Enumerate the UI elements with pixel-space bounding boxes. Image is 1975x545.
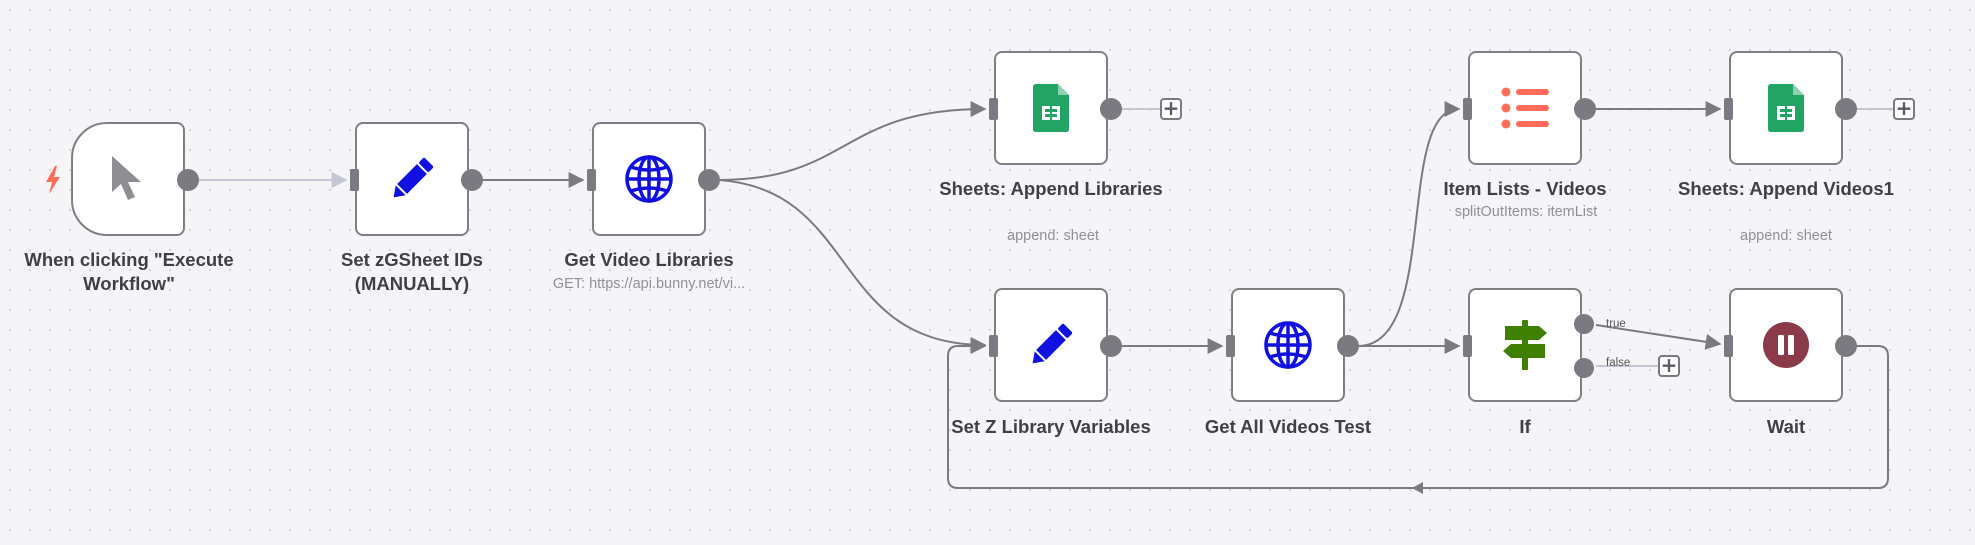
node-label-item-lists: Item Lists - Videos xyxy=(1443,178,1607,199)
loop-direction-arrow-icon xyxy=(1412,482,1423,494)
node-input-port[interactable] xyxy=(587,169,596,191)
node-output-port[interactable] xyxy=(1835,98,1857,120)
node-get-video-libraries[interactable] xyxy=(587,122,720,236)
add-node-button[interactable]: + xyxy=(1160,98,1182,120)
node-subtitle-append-videos: append: sheet xyxy=(1740,228,1832,244)
node-subtitle-append-libraries: append: sheet xyxy=(1007,228,1099,244)
node-output-port-true[interactable] xyxy=(1574,314,1594,334)
node-input-port[interactable] xyxy=(1463,335,1472,357)
branch-label-false: false xyxy=(1606,357,1631,369)
google-sheets-icon xyxy=(1033,84,1069,132)
lightning-icon xyxy=(46,166,60,194)
node-sheets-append-libraries[interactable] xyxy=(989,51,1122,165)
node-manual-trigger[interactable] xyxy=(71,122,199,236)
connection-get-libraries-to-append-libraries[interactable] xyxy=(718,101,987,181)
globe-icon xyxy=(625,155,673,203)
pencil-icon xyxy=(1032,323,1073,364)
node-label-append-videos: Sheets: Append Videos1 xyxy=(1678,178,1894,199)
node-label-wait: Wait xyxy=(1766,416,1806,437)
node-input-port[interactable] xyxy=(1724,98,1733,120)
branch-label-true: true xyxy=(1606,318,1626,330)
add-node-button[interactable]: + xyxy=(1658,355,1680,377)
node-input-port[interactable] xyxy=(350,169,359,191)
node-label-trigger: When clicking "Execute Workflow" xyxy=(24,249,234,294)
node-output-port-false[interactable] xyxy=(1574,358,1594,378)
node-label-get-libraries: Get Video Libraries xyxy=(564,249,734,270)
list-icon xyxy=(1501,87,1549,129)
cursor-icon xyxy=(112,156,141,200)
signpost-icon xyxy=(1503,320,1547,370)
node-output-port[interactable] xyxy=(1100,98,1122,120)
node-set-z-library-variables[interactable] xyxy=(989,288,1122,402)
node-get-all-videos-test[interactable] xyxy=(1226,288,1359,402)
node-label-append-libraries: Sheets: Append Libraries xyxy=(939,178,1163,199)
node-output-port[interactable] xyxy=(1100,335,1122,357)
node-label-if: If xyxy=(1519,416,1531,437)
pencil-icon xyxy=(393,157,434,198)
google-sheets-icon xyxy=(1768,84,1804,132)
node-label-set-ids: Set zGSheet IDs (MANUALLY) xyxy=(341,249,483,294)
node-input-port[interactable] xyxy=(1724,335,1733,357)
node-wait[interactable] xyxy=(1724,288,1857,402)
node-output-port[interactable] xyxy=(1337,335,1359,357)
node-label-set-lib-vars: Set Z Library Variables xyxy=(951,416,1151,437)
connection-get-all-videos-to-item-lists[interactable] xyxy=(1357,101,1461,347)
add-node-button[interactable]: + xyxy=(1893,98,1915,120)
node-output-port[interactable] xyxy=(461,169,483,191)
node-input-port[interactable] xyxy=(1226,335,1235,357)
node-label-get-all-videos: Get All Videos Test xyxy=(1204,416,1372,437)
node-output-port[interactable] xyxy=(177,169,199,191)
node-sheets-append-videos[interactable] xyxy=(1724,51,1857,165)
pause-icon xyxy=(1763,322,1809,368)
node-output-port[interactable] xyxy=(698,169,720,191)
node-subtitle-item-lists: splitOutItems: itemList xyxy=(1454,204,1598,220)
node-input-port[interactable] xyxy=(989,98,998,120)
connection-get-libraries-to-set-lib-vars[interactable] xyxy=(718,179,987,353)
node-input-port[interactable] xyxy=(989,335,998,357)
node-output-port[interactable] xyxy=(1574,98,1596,120)
connection-if-true-to-wait[interactable] xyxy=(1595,324,1722,350)
node-input-port[interactable] xyxy=(1463,98,1472,120)
node-item-lists-videos[interactable] xyxy=(1463,51,1596,165)
node-if[interactable] xyxy=(1463,288,1594,402)
node-output-port[interactable] xyxy=(1835,335,1857,357)
node-set-gsheet-ids[interactable] xyxy=(350,122,483,236)
node-subtitle-get-libraries: GET: https://api.bunny.net/vi... xyxy=(552,276,746,292)
globe-icon xyxy=(1264,321,1312,369)
